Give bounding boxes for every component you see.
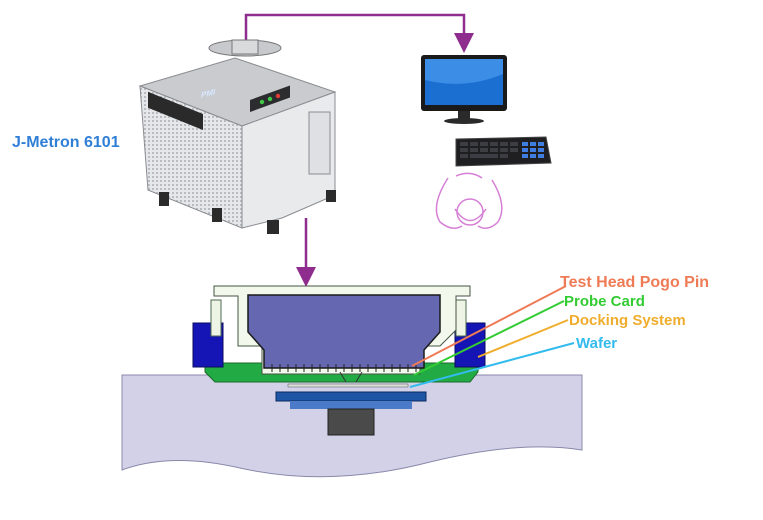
callout-probe-card: Probe Card bbox=[564, 293, 645, 310]
probe-card-leader bbox=[413, 300, 565, 376]
system-name-label: J-Metron 6101 bbox=[12, 134, 120, 151]
tester-machine bbox=[138, 39, 337, 234]
pogo-pins bbox=[271, 364, 417, 372]
probe-station-cross-section bbox=[121, 285, 583, 478]
computer-monitor bbox=[421, 55, 507, 124]
tester-to-pc-connector bbox=[244, 13, 474, 53]
wafer bbox=[287, 383, 409, 388]
callout-leaders bbox=[409, 285, 575, 388]
test-head-body bbox=[247, 294, 441, 369]
wafer-leader bbox=[409, 342, 575, 388]
chuck-pedestal bbox=[327, 408, 375, 436]
callout-wafer: Wafer bbox=[576, 335, 618, 352]
keyboard bbox=[455, 136, 552, 167]
pogo-pin-leader bbox=[411, 285, 567, 367]
docking-system-leader bbox=[477, 319, 569, 358]
callout-test-head-pogo-pin: Test Head Pogo Pin bbox=[560, 274, 710, 291]
wafer-chuck bbox=[275, 391, 427, 402]
callout-docking-system: Docking System bbox=[569, 312, 686, 329]
connector-lines bbox=[244, 13, 474, 287]
operator-sketch bbox=[435, 172, 503, 229]
